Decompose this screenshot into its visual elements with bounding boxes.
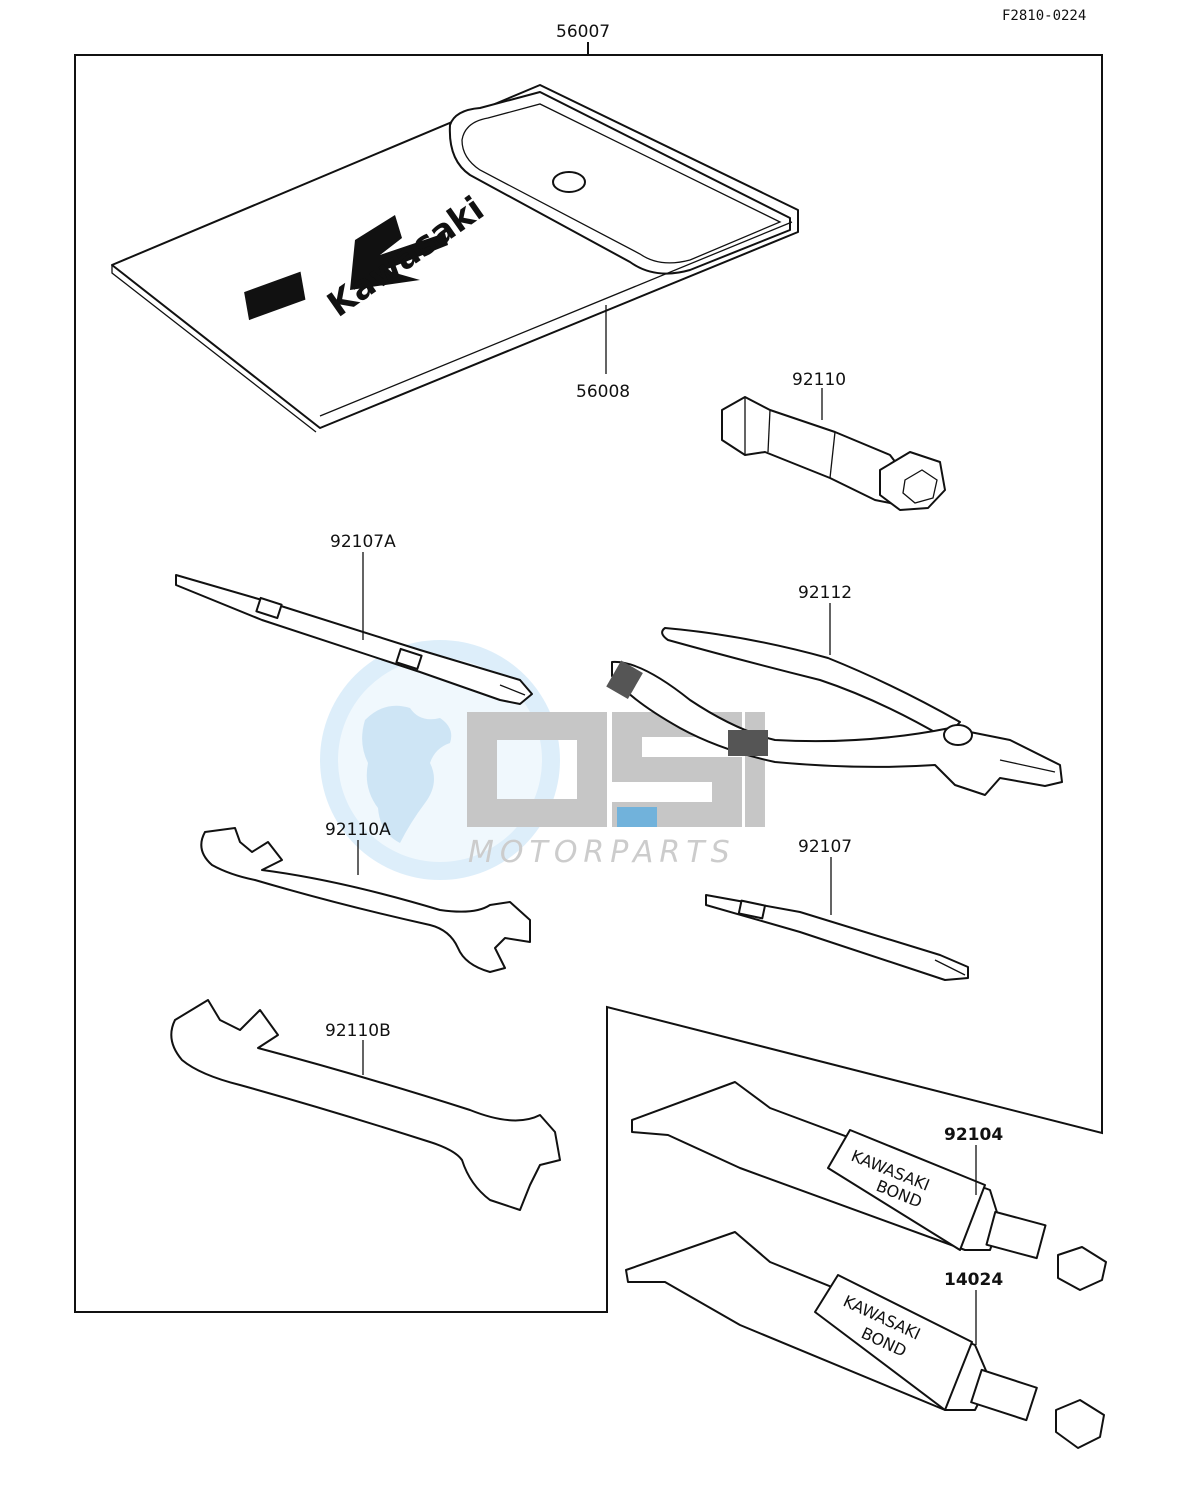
label-92107A: 92107A [330, 532, 396, 552]
bond-tube-92104: KAWASAKI BOND [631, 1081, 1107, 1291]
spark-plug-wrench [721, 396, 946, 511]
diagram-code: F2810-0224 [1002, 8, 1086, 24]
open-end-wrench-small [200, 827, 531, 973]
kit-boundary [74, 54, 1103, 1313]
label-56007: 56007 [556, 22, 610, 42]
screwdriver-long [175, 574, 533, 705]
label-92110B: 92110B [325, 1021, 391, 1041]
label-92104: 92104 [944, 1125, 1003, 1145]
label-92110: 92110 [792, 370, 846, 390]
bond-tube-14024: KAWASAKI BOND [625, 1231, 1105, 1449]
osm-watermark: MOTORPARTS [320, 640, 765, 880]
label-56008: 56008 [576, 382, 630, 402]
tube-cap-icon [1057, 1246, 1107, 1291]
grip-texture [728, 730, 768, 756]
label-14024: 14024 [944, 1270, 1003, 1290]
screwdriver-short [705, 894, 969, 981]
watermark-tagline: MOTORPARTS [468, 835, 736, 870]
tool-pouch: Kawasaki [111, 84, 799, 433]
label-92112: 92112 [798, 583, 852, 603]
tube-cap-icon-2 [1055, 1399, 1105, 1449]
snap-button-icon [552, 171, 586, 193]
label-92110A: 92110A [325, 820, 391, 840]
pliers [606, 627, 1063, 796]
label-92107: 92107 [798, 837, 852, 857]
pivot-icon [943, 724, 973, 746]
continents-icon [362, 705, 452, 843]
open-end-wrench-large [170, 999, 561, 1211]
